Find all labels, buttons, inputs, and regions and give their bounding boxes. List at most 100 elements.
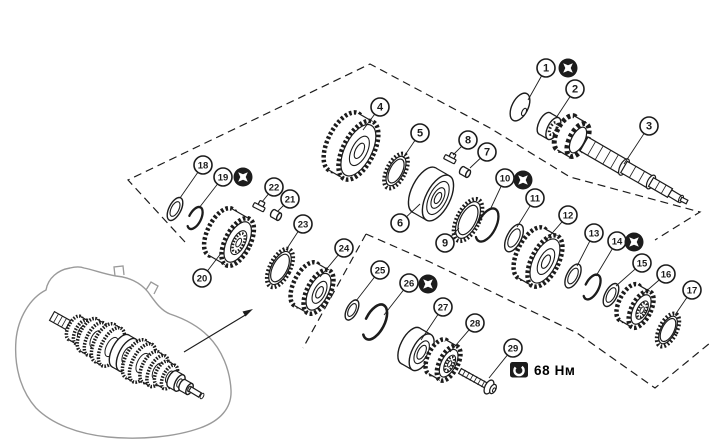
part-7-roller bbox=[458, 165, 472, 179]
part-2-needle-bearing bbox=[536, 111, 562, 141]
callout-number: 28 bbox=[470, 319, 481, 330]
part-9-baulk-ring bbox=[451, 196, 485, 244]
callout-number: 7 bbox=[484, 147, 490, 159]
callout-7: 7 bbox=[469, 142, 497, 169]
callout-number: 2 bbox=[572, 84, 578, 96]
torque-value: 68 Нм bbox=[534, 363, 576, 378]
callout-number: 12 bbox=[563, 211, 574, 222]
callout-26: 26 bbox=[383, 273, 419, 316]
callout-24: 24 bbox=[319, 238, 354, 278]
callout-22: 22 bbox=[261, 177, 284, 203]
parts-layer bbox=[166, 92, 689, 395]
callout-number: 17 bbox=[687, 286, 698, 297]
part-15-washer bbox=[602, 282, 620, 308]
part-13-washer bbox=[564, 263, 582, 289]
callout-5: 5 bbox=[402, 123, 430, 159]
callout-number: 16 bbox=[661, 270, 672, 281]
callout-number: 21 bbox=[285, 195, 296, 206]
assembled-gear-cluster bbox=[48, 310, 205, 400]
callout-number: 10 bbox=[500, 174, 511, 185]
callout-number: 3 bbox=[646, 121, 652, 133]
callout-number: 9 bbox=[442, 238, 448, 250]
callout-12: 12 bbox=[546, 205, 578, 240]
callout-number: 24 bbox=[339, 244, 350, 255]
callout-11: 11 bbox=[516, 188, 545, 228]
callout-number: 8 bbox=[465, 135, 471, 147]
part-28-gear bbox=[423, 337, 463, 383]
part-27-bearing bbox=[397, 326, 435, 372]
callout-3: 3 bbox=[623, 116, 659, 165]
callout-number: 6 bbox=[397, 218, 403, 230]
callout-6: 6 bbox=[390, 203, 421, 233]
torque-wrench-icon bbox=[510, 362, 528, 378]
part-4-gear bbox=[321, 110, 381, 182]
part-25-washer bbox=[344, 299, 360, 321]
non-reusable-icon bbox=[418, 274, 438, 294]
part-6-coupling-sleeve bbox=[407, 166, 455, 222]
callout-29: 29 bbox=[488, 338, 523, 379]
callout-number: 13 bbox=[589, 229, 600, 240]
callout-17: 17 bbox=[674, 280, 702, 316]
part-18-thrust-washer bbox=[166, 196, 184, 222]
callout-number: 15 bbox=[637, 259, 648, 270]
callout-number: 5 bbox=[417, 128, 423, 140]
part-10-snap-ring bbox=[474, 207, 500, 243]
callout-20: 20 bbox=[192, 251, 223, 288]
callout-number: 29 bbox=[508, 344, 519, 355]
part-3-input-shaft bbox=[551, 113, 689, 205]
callout-10: 10 bbox=[489, 168, 515, 211]
part-5-baulk-ring bbox=[382, 151, 410, 191]
callout-number: 19 bbox=[218, 173, 229, 184]
callout-number: 20 bbox=[197, 274, 208, 285]
non-reusable-icon bbox=[558, 58, 578, 78]
callout-13: 13 bbox=[576, 223, 604, 267]
assembly-direction-arrow bbox=[183, 309, 253, 353]
subassembly-boundary-dashed bbox=[127, 63, 711, 389]
part-21-roller bbox=[269, 208, 283, 222]
callout-4: 4 bbox=[362, 97, 390, 131]
non-reusable-icon bbox=[513, 170, 533, 190]
callout-number: 26 bbox=[404, 279, 415, 290]
callout-18: 18 bbox=[179, 155, 213, 199]
callout-number: 14 bbox=[612, 237, 623, 248]
callout-number: 27 bbox=[438, 303, 449, 314]
part-26-snap-ring bbox=[361, 303, 389, 341]
callout-9: 9 bbox=[435, 227, 460, 253]
part-1-thrust-disc bbox=[509, 92, 531, 122]
callout-14: 14 bbox=[595, 231, 627, 277]
part-29-flange-bolt bbox=[457, 367, 497, 395]
callout-number: 11 bbox=[530, 194, 541, 205]
part-20-synchro-hub bbox=[201, 205, 257, 269]
part-23-baulk-ring bbox=[264, 246, 296, 290]
part-19-snap-ring bbox=[186, 205, 204, 231]
non-reusable-marks-layer bbox=[233, 58, 644, 294]
part-24-gear bbox=[288, 259, 336, 317]
callout-1: 1 bbox=[527, 58, 556, 101]
callout-8: 8 bbox=[452, 130, 478, 156]
callout-21: 21 bbox=[277, 189, 300, 212]
callout-number: 25 bbox=[375, 266, 386, 277]
transmission-case-outline bbox=[14, 265, 232, 439]
part-22-shifting-insert bbox=[252, 200, 266, 213]
callout-number: 23 bbox=[298, 220, 309, 231]
part-17-baulk-ring bbox=[654, 311, 682, 349]
callout-23: 23 bbox=[285, 214, 313, 251]
part-14-snap-ring bbox=[582, 273, 602, 301]
callout-number: 22 bbox=[269, 183, 280, 194]
callout-2: 2 bbox=[555, 79, 585, 119]
part-12-gear bbox=[511, 225, 565, 289]
callout-number: 1 bbox=[543, 63, 549, 75]
callout-15: 15 bbox=[615, 253, 652, 287]
callout-28: 28 bbox=[449, 313, 485, 353]
non-reusable-icon bbox=[233, 167, 253, 187]
callout-number: 4 bbox=[377, 102, 384, 114]
non-reusable-icon bbox=[624, 232, 644, 252]
callout-number: 18 bbox=[198, 161, 209, 172]
callouts-layer: 1234567891011121314151617181920212223242… bbox=[179, 58, 702, 379]
callout-19: 19 bbox=[198, 167, 233, 209]
callout-27: 27 bbox=[420, 297, 453, 341]
torque-note: 68 Нм bbox=[510, 362, 576, 378]
callout-25: 25 bbox=[355, 260, 390, 302]
